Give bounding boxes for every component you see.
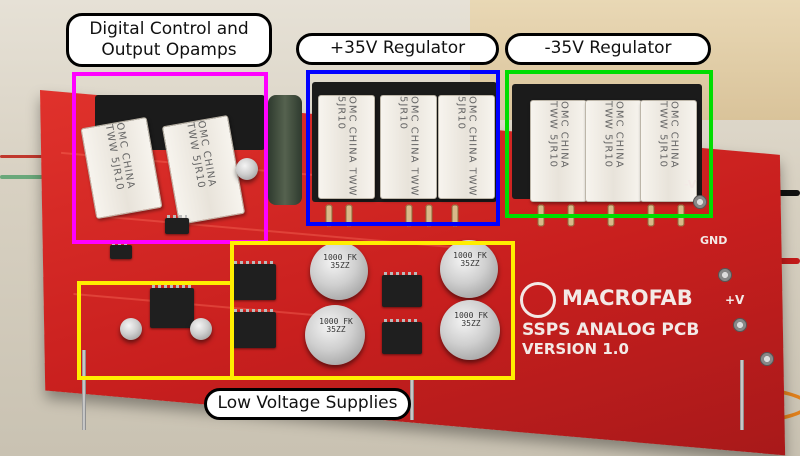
pin-label-minus-v: -V <box>684 178 697 191</box>
power-resistor: OMC CHINA TWW 5JR10 <box>585 100 642 202</box>
smd-capacitor <box>305 305 365 365</box>
board-brand: MACROFAB <box>562 286 693 310</box>
smd-capacitor <box>310 242 368 300</box>
power-resistor: OMC CHINA TWW 5JR10 <box>530 100 587 202</box>
pin-label-plus-v: +V <box>725 293 745 307</box>
small-capacitor <box>236 158 258 180</box>
low-voltage-box-left <box>77 281 234 380</box>
pos-regulator-label: +35V Regulator <box>296 33 499 65</box>
voltage-regulator-ic <box>232 309 276 348</box>
screw-terminal <box>693 195 707 209</box>
low-voltage-box <box>230 241 515 380</box>
board-title: SSPS ANALOG PCB <box>522 320 700 340</box>
power-resistor: OMC CHINA TWW 5JR10 <box>318 95 375 199</box>
smd-capacitor <box>440 300 500 360</box>
capacitor-marking: 1000 FK 35ZZ <box>323 253 357 270</box>
smd-ic <box>165 215 189 234</box>
macrofab-logo-icon <box>520 282 556 318</box>
left-green-wire <box>0 175 55 179</box>
power-resistor: OMC CHINA TWW 5JR10 <box>380 95 437 199</box>
capacitor-marking: 1000 FK 35ZZ <box>319 317 353 334</box>
smd-ic <box>110 242 132 259</box>
capacitor-marking: 1000 FK 35ZZ <box>453 251 487 268</box>
bridge-rectifier <box>382 272 422 307</box>
screw-terminal <box>760 352 774 366</box>
power-resistor: OMC CHINA TWW 5JR10 <box>640 100 697 202</box>
neg-regulator-box <box>505 70 713 218</box>
standoff-leg <box>410 380 414 420</box>
voltage-regulator-ic <box>232 261 276 300</box>
capacitor-marking: 1000 FK 35ZZ <box>454 311 488 328</box>
screw-terminal <box>733 318 747 332</box>
pin-label-gnd: GND <box>700 234 728 247</box>
board-version: VERSION 1.0 <box>522 340 629 358</box>
small-capacitor <box>120 318 142 340</box>
screw-terminal <box>718 268 732 282</box>
small-capacitor <box>190 318 212 340</box>
to220-regulator <box>150 285 194 328</box>
digital-control-label: Digital Control and Output Opamps <box>66 13 272 67</box>
left-red-wire <box>0 155 55 158</box>
neg-regulator-label: -35V Regulator <box>505 33 711 65</box>
bridge-rectifier <box>382 319 422 354</box>
smd-capacitor <box>440 240 498 298</box>
low-voltage-label: Low Voltage Supplies <box>204 388 411 420</box>
standoff-leg <box>740 360 744 430</box>
pos-regulator-box <box>306 70 500 226</box>
standoff-leg <box>82 350 86 430</box>
electrolytic-capacitor <box>268 95 302 205</box>
power-resistor: OMC CHINA TWW 5JR10 <box>438 95 495 199</box>
digital-control-box <box>72 72 268 244</box>
